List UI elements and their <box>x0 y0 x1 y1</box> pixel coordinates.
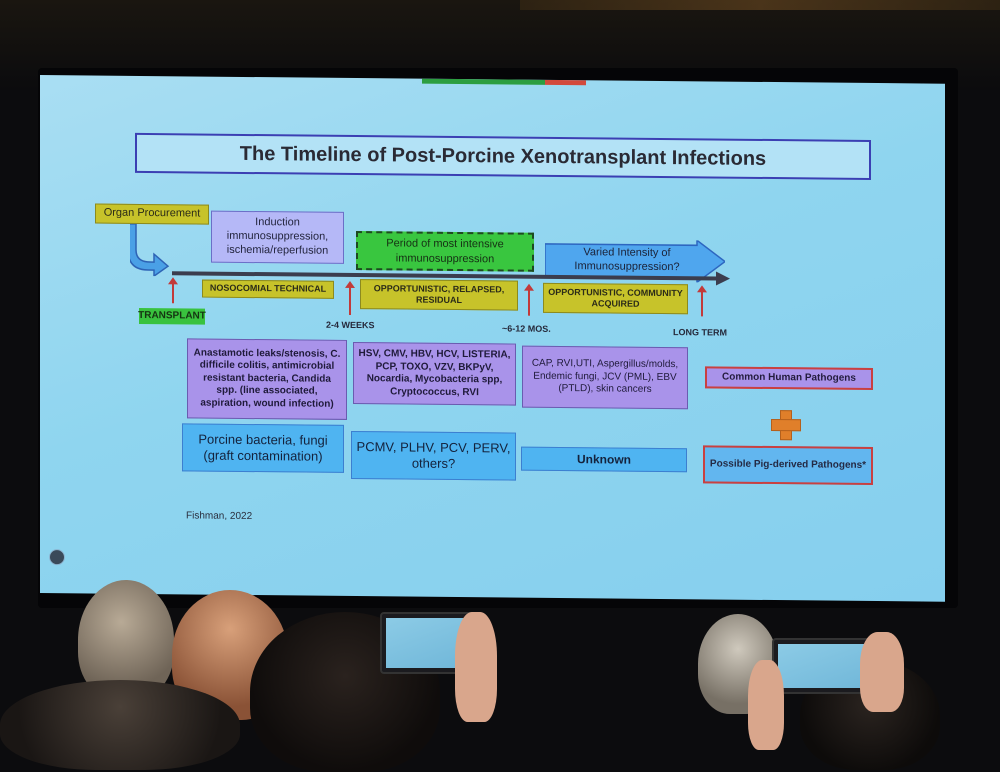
phase-label-opportunistic-community: OPPORTUNISTIC, COMMUNITY ACQUIRED <box>543 282 688 315</box>
legend-common-human-pathogens: Common Human Pathogens <box>705 366 873 390</box>
human-pathogens-intermediate: HSV, CMV, HBV, HCV, LISTERIA, PCP, TOXO,… <box>353 342 516 406</box>
pig-pathogens-late: Unknown <box>521 446 687 473</box>
intensive-immunosuppression-box: Period of most intensive immunosuppressi… <box>356 231 534 272</box>
phase-label-nosocomial: NOSOCOMIAL TECHNICAL <box>202 279 334 299</box>
human-pathogens-early: Anastamotic leaks/stenosis, C. difficile… <box>187 338 347 420</box>
timeline-arrowhead-icon <box>716 271 730 286</box>
human-pathogens-late: CAP, RVI,UTI, Aspergillus/molds, Endemic… <box>522 345 688 410</box>
audience-hand-right <box>860 632 904 712</box>
time-label-months: ~6-12 MOS. <box>502 323 551 334</box>
ceiling-light <box>520 0 1000 10</box>
audience-hand-center <box>455 612 497 722</box>
transplant-tick-arrow-icon <box>172 283 174 304</box>
audience-shoulder-left <box>0 680 240 770</box>
time-label-weeks: 2-4 WEEKS <box>326 319 375 331</box>
projected-slide: The Timeline of Post-Porcine Xenotranspl… <box>40 75 945 602</box>
induction-box: Induction immunosuppression, ischemia/re… <box>211 210 344 264</box>
slide-top-color-bar <box>422 78 586 86</box>
audience-hand-right-lower <box>748 660 784 750</box>
legend-pig-derived-pathogens: Possible Pig-derived Pathogens* <box>703 445 873 485</box>
months-tick-arrow-icon <box>528 289 530 316</box>
time-label-longterm: LONG TERM <box>673 327 727 338</box>
slide-title: The Timeline of Post-Porcine Xenotranspl… <box>239 142 767 170</box>
longterm-tick-arrow-icon <box>701 291 703 317</box>
plus-icon <box>771 410 799 438</box>
phase-label-opportunistic-relapsed: OPPORTUNISTIC, RELAPSED, RESIDUAL <box>360 279 518 311</box>
pig-pathogens-intermediate: PCMV, PLHV, PCV, PERV, others? <box>351 430 516 481</box>
slide-title-box: The Timeline of Post-Porcine Xenotranspl… <box>135 132 871 180</box>
pig-pathogens-early: Porcine bacteria, fungi (graft contamina… <box>182 423 344 473</box>
slide-citation: Fishman, 2022 <box>186 510 253 523</box>
organ-procurement-label: Organ Procurement <box>95 203 209 225</box>
transplant-label: TRANSPLANT <box>138 307 206 325</box>
weeks-tick-arrow-icon <box>349 286 351 315</box>
procurement-curved-arrow-icon <box>130 223 170 277</box>
presentation-logo-icon <box>49 549 65 566</box>
